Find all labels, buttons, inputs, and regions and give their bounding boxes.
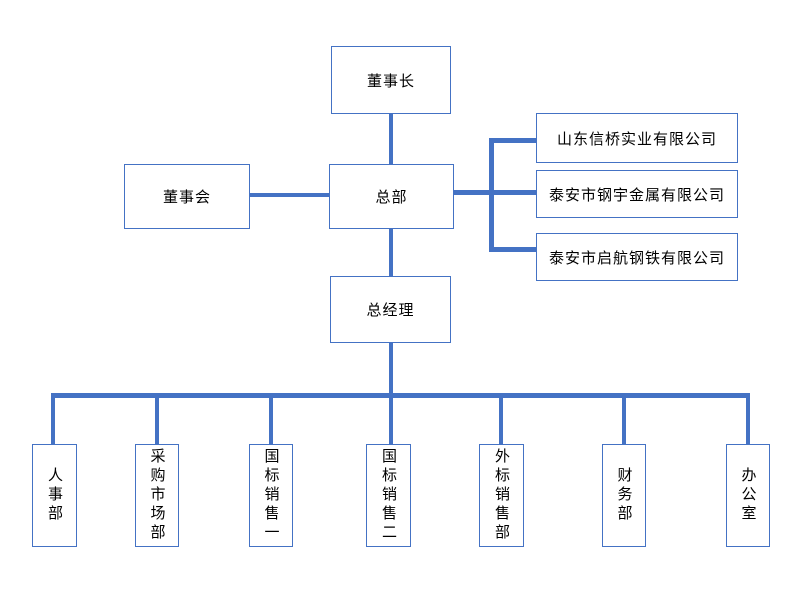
connector-branch-subsidiary-1 bbox=[489, 138, 537, 143]
connector-subsidiaries-spine bbox=[489, 138, 494, 252]
node-subsidiary-3: 泰安市启航钢铁有限公司 bbox=[536, 233, 738, 281]
node-dept-domestic-sales-2: 国标销售二 bbox=[366, 444, 411, 547]
connector-drop-dept-finance bbox=[622, 397, 626, 445]
node-chairman: 董事长 bbox=[331, 46, 451, 114]
connector-drop-dept-procurement bbox=[155, 397, 159, 445]
node-headquarters: 总部 bbox=[329, 164, 454, 229]
node-subsidiary-1: 山东信桥实业有限公司 bbox=[536, 113, 738, 163]
connector-drop-dept-export-sales bbox=[499, 397, 503, 445]
connector-headquarters-subsidiaries bbox=[453, 190, 537, 195]
node-dept-domestic-sales-1: 国标销售一 bbox=[249, 444, 293, 547]
node-dept-office: 办公室 bbox=[726, 444, 770, 547]
connector-drop-dept-domestic-sales-1 bbox=[269, 397, 273, 445]
node-board-of-directors: 董事会 bbox=[124, 164, 250, 229]
connector-chairman-headquarters bbox=[389, 114, 393, 165]
connector-branch-subsidiary-3 bbox=[489, 247, 537, 252]
connector-board-headquarters bbox=[250, 193, 330, 197]
node-subsidiary-2: 泰安市钢宇金属有限公司 bbox=[536, 170, 738, 218]
connector-drop-dept-hr bbox=[51, 393, 55, 445]
connector-drop-dept-office bbox=[746, 393, 750, 445]
node-dept-export-sales: 外标销售部 bbox=[479, 444, 524, 547]
node-dept-hr: 人事部 bbox=[32, 444, 77, 547]
connector-departments-bus bbox=[51, 393, 750, 398]
connector-headquarters-general-manager bbox=[389, 229, 393, 277]
node-dept-procurement-market: 采购市场部 bbox=[135, 444, 179, 547]
node-general-manager: 总经理 bbox=[330, 276, 451, 343]
node-dept-finance: 财务部 bbox=[602, 444, 646, 547]
